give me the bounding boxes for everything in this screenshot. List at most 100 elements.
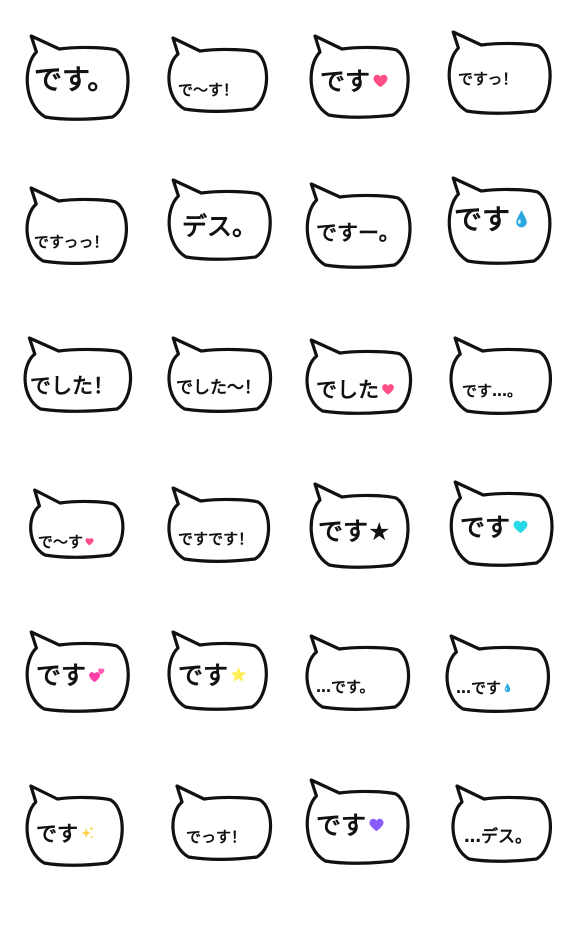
sticker-label: です…。 (462, 382, 523, 400)
sticker-label: で〜す！ (178, 81, 239, 99)
sticker-15[interactable]: です★ (294, 482, 434, 632)
sticker-18[interactable]: です (154, 630, 294, 780)
sticker-6[interactable]: デス。 (154, 178, 294, 328)
sticker-9[interactable]: でした！ (14, 330, 154, 480)
sticker-11[interactable]: でした (294, 330, 434, 480)
sticker-label: デス。 (182, 212, 258, 241)
sticker-text: です…。 (462, 384, 522, 399)
heart-icon (84, 536, 95, 547)
sticker-text: です (454, 206, 532, 234)
sticker-19[interactable]: …です。 (294, 630, 434, 780)
sticker-24[interactable]: …デス。 (434, 780, 562, 930)
sticker-label: …です。 (316, 678, 375, 696)
sticker-2[interactable]: で〜す！ (154, 30, 294, 180)
sticker-label: です (36, 822, 78, 847)
speech-bubble-icon (23, 336, 133, 413)
sticker-5[interactable]: ですっっ！ (14, 178, 154, 328)
sticker-16[interactable]: です (434, 480, 562, 632)
speech-bubble-icon (305, 338, 413, 415)
sticker-label: ですです！ (178, 530, 254, 548)
sticker-text: です (316, 813, 386, 838)
speech-bubble-icon (167, 630, 268, 711)
sticker-7[interactable]: ですー。 (294, 178, 434, 328)
sticker-17[interactable]: です (14, 630, 154, 780)
speech-bubble-icon (305, 778, 410, 865)
sticker-14[interactable]: ですです！ (154, 482, 294, 632)
sticker-13[interactable]: で〜す (14, 482, 154, 632)
speech-bubble-icon (29, 488, 125, 559)
sticker-label: で〜す (38, 533, 84, 551)
sticker-label: です★ (318, 517, 391, 546)
sticker-text: …デス。 (464, 826, 532, 847)
speech-bubble-icon (449, 336, 553, 415)
sticker-text: ですっっ！ (34, 235, 108, 250)
sticker-23[interactable]: です (294, 778, 434, 930)
sticker-1[interactable]: です。 (14, 30, 154, 180)
sticker-label: でした〜！ (176, 377, 261, 398)
sticker-text: …です (456, 681, 513, 696)
speech-bubble-icon (305, 182, 412, 269)
sticker-text: です (320, 69, 390, 94)
speech-bubble-icon (25, 34, 130, 121)
heart-icon (380, 381, 396, 397)
speech-bubble-icon (167, 36, 269, 113)
sticker-text: ですっ！ (458, 72, 517, 87)
sticker-text: です (178, 663, 248, 688)
sticker-text: でした！ (30, 376, 114, 397)
sticker-4[interactable]: ですっ！ (434, 30, 562, 180)
sparkles-icon (79, 825, 95, 841)
sticker-22[interactable]: でっす！ (154, 780, 294, 930)
sticker-text: です。 (34, 66, 115, 94)
sticker-label: …です (456, 679, 502, 697)
sticker-label: です (316, 811, 367, 840)
sticker-label: です。 (34, 63, 116, 97)
sticker-label: です (320, 67, 371, 96)
sticker-label: です (454, 203, 511, 237)
sticker-text: です★ (318, 519, 390, 544)
speech-bubble-icon (309, 34, 410, 119)
speech-bubble-icon (25, 784, 124, 867)
heart-icon (511, 517, 530, 536)
sticker-text: …です。 (316, 680, 375, 695)
sticker-text: デス。 (182, 214, 257, 239)
sticker-10[interactable]: でした〜！ (154, 330, 294, 480)
sticker-label: でした！ (30, 374, 114, 399)
sticker-label: です (36, 661, 87, 690)
sticker-text: で〜す！ (178, 83, 238, 98)
speech-bubble-icon (449, 480, 554, 567)
droplet-icon (502, 682, 513, 693)
droplet-icon (511, 208, 532, 229)
sticker-label: でした (316, 378, 379, 403)
speech-bubble-icon (451, 784, 553, 863)
sticker-sheet: です。で〜す！ですですっ！ですっっ！デス。ですー。ですでした！でした〜！でしたで… (14, 30, 562, 867)
sticker-12[interactable]: です…。 (434, 330, 562, 480)
sticker-21[interactable]: です (14, 780, 154, 930)
star-icon (229, 665, 248, 684)
speech-bubble-icon (25, 630, 130, 713)
sticker-3[interactable]: です (294, 30, 434, 180)
sticker-label: です (460, 513, 511, 542)
sticker-label: …デス。 (464, 826, 532, 847)
speech-bubble-icon (167, 336, 273, 413)
speech-bubble-icon (447, 176, 552, 265)
heart-icon (367, 815, 386, 834)
speech-bubble-icon (445, 634, 551, 713)
sticker-label: ですっっ！ (34, 233, 109, 251)
speech-bubble-icon (305, 634, 411, 711)
sticker-label: です (178, 661, 229, 690)
heart-icon (371, 71, 390, 90)
sticker-label: でっす！ (186, 828, 247, 846)
sticker-text: です (460, 515, 530, 540)
sticker-text: です (36, 663, 106, 688)
sticker-label: ですー。 (316, 221, 400, 246)
sticker-text: でした〜！ (176, 377, 261, 398)
speech-bubble-icon (167, 178, 272, 261)
sticker-20[interactable]: …です (434, 630, 562, 780)
sticker-8[interactable]: です (434, 176, 562, 328)
sticker-text: ですー。 (316, 223, 400, 244)
speech-bubble-icon (167, 486, 271, 563)
two-hearts-icon (87, 665, 106, 684)
speech-bubble-icon (171, 784, 273, 861)
speech-bubble-icon (25, 186, 129, 265)
speech-bubble-icon (309, 482, 410, 569)
